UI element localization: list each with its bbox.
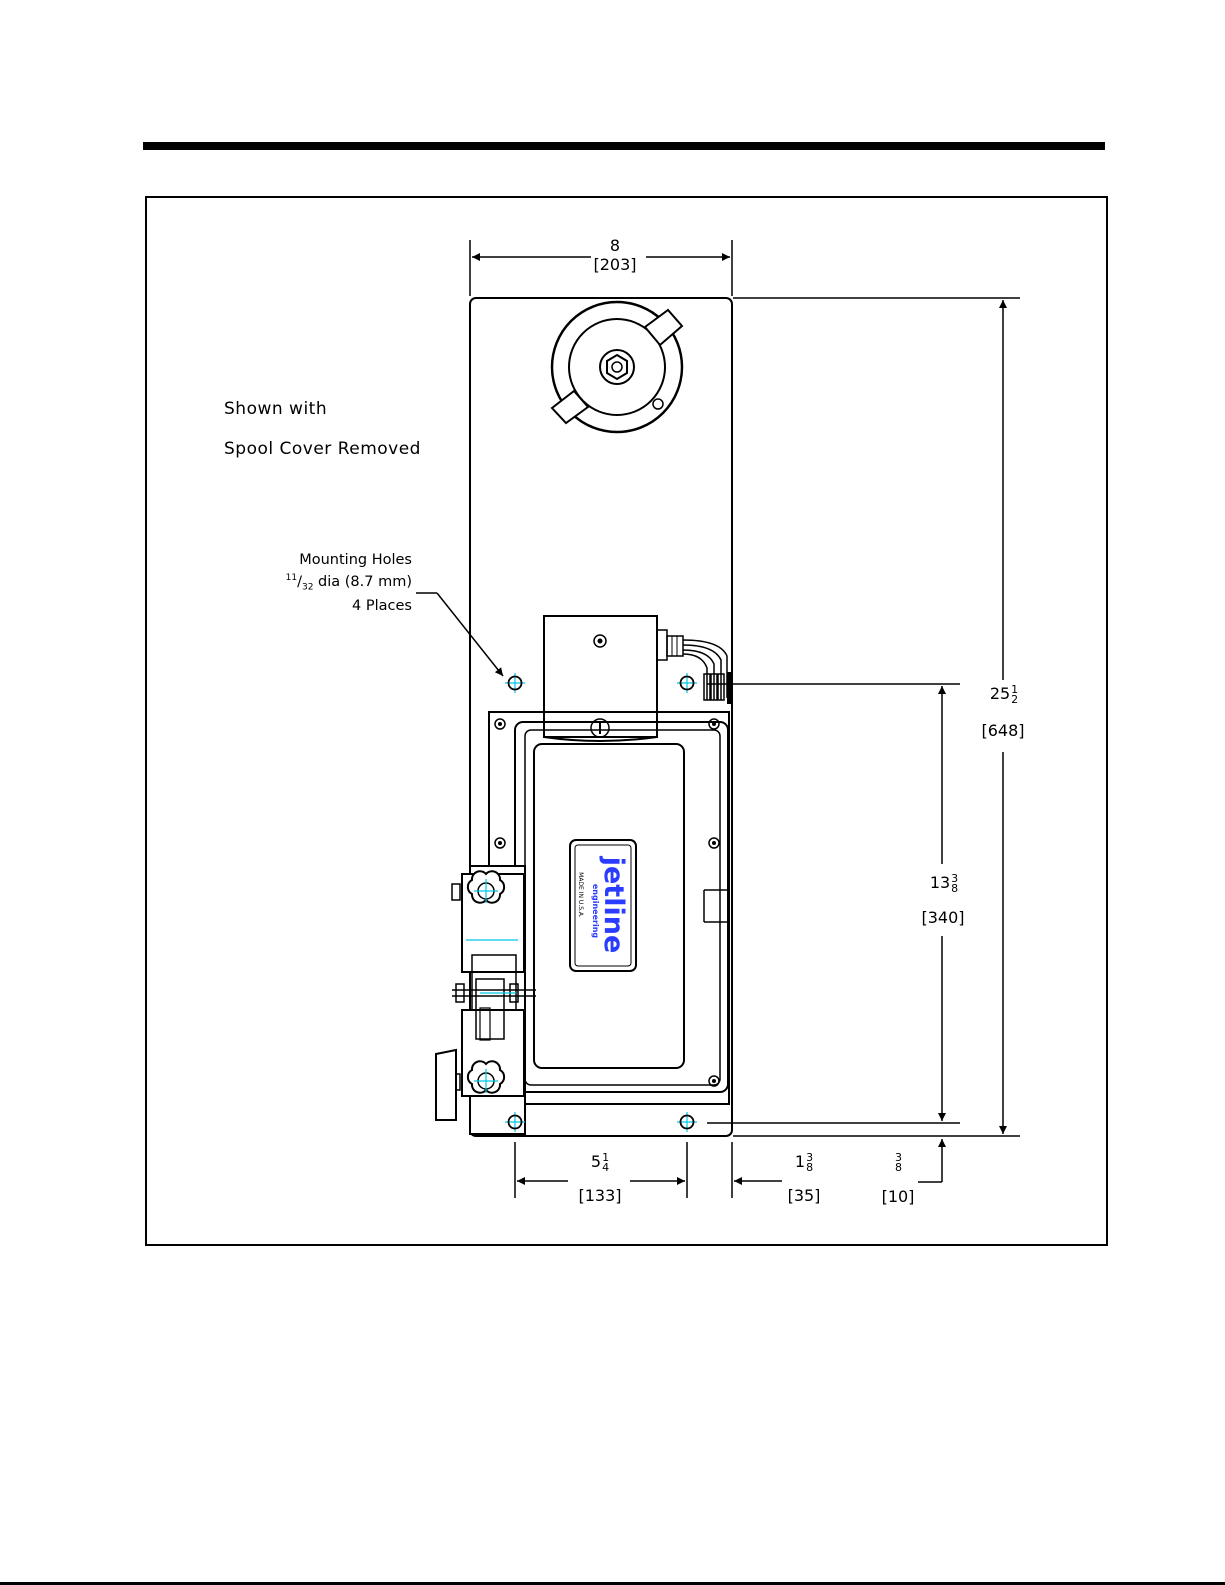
spool-hub	[552, 302, 682, 432]
origin-text: MADE IN U.S.A.	[577, 872, 584, 918]
brand-text: jetline	[598, 856, 629, 954]
callout-line3: 4 Places	[248, 597, 412, 615]
callout-line2: 11/32 dia (8.7 mm)	[248, 569, 412, 597]
callout-line1: Mounting Holes	[248, 551, 412, 569]
brand-sub-text: engineering	[591, 884, 600, 939]
note-shown-with: Shown with	[224, 399, 327, 419]
dim-width-in: 8	[585, 236, 645, 255]
dim-edge-offset-mm: [35]	[774, 1186, 834, 1205]
dim-bottom-offset-mm: [10]	[872, 1187, 924, 1206]
dim-hole-spacing-mm: [133]	[568, 1186, 632, 1205]
mounting-holes-callout: Mounting Holes 11/32 dia (8.7 mm) 4 Plac…	[248, 551, 412, 615]
dim-width-mm: [203]	[580, 255, 650, 274]
dim-hole-height-mm: [340]	[912, 908, 974, 927]
note-spool-cover-removed: Spool Cover Removed	[224, 439, 421, 459]
dim-total-height-mm: [648]	[972, 721, 1034, 740]
drive-roll-assembly	[436, 866, 536, 1134]
